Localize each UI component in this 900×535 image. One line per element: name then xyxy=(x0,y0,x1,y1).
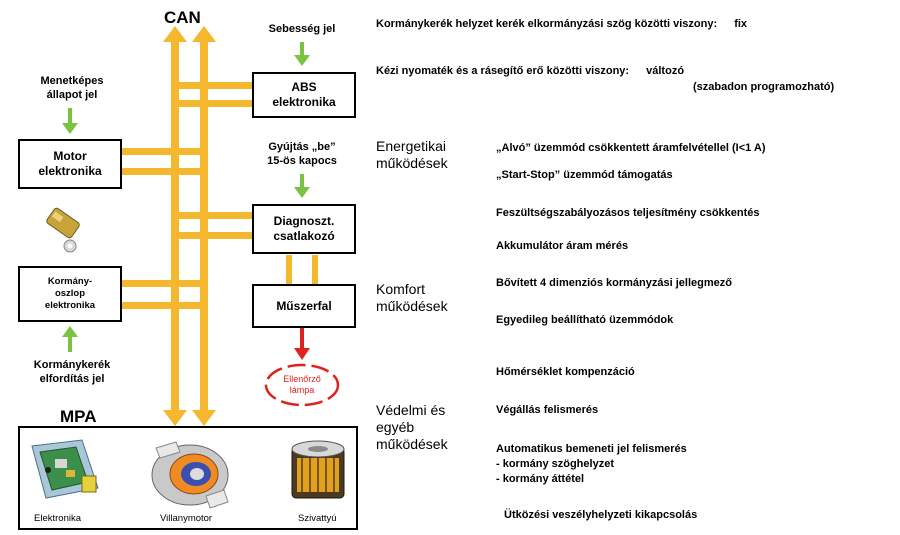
section-protective-title: Védelmi és egyéb működések xyxy=(376,402,448,452)
can-bus-right xyxy=(200,40,208,412)
relation-line-2: Kézi nyomaték és a rásegítő erő közötti … xyxy=(376,64,684,78)
relation-line-2-value: változó xyxy=(646,65,685,77)
steering-angle-arrow-stem xyxy=(68,336,72,352)
section-energetic-item-3: Feszültségszabályozásos teljesítmény csö… xyxy=(496,207,760,219)
bus-to-column xyxy=(122,280,208,287)
section-comfort-item-2: Egyedileg beállítható üzemmódok xyxy=(496,314,674,326)
bus-to-diag xyxy=(171,212,254,219)
mpa-component-electronics: Elektronika xyxy=(34,513,81,524)
ignition-signal-label: Gyújtás „be” 15-ös kapocs xyxy=(267,141,337,167)
bus-to-column-2 xyxy=(122,302,208,309)
warning-lamp-ellipse xyxy=(264,363,340,407)
abs-electronics-block: ABS elektronika xyxy=(252,72,356,118)
can-label: CAN xyxy=(164,8,201,27)
section-comfort-item-3: Hőmérséklet kompenzáció xyxy=(496,366,635,378)
section-protective-item-2: Automatikus bemeneti jel felismerés xyxy=(496,443,687,455)
steering-column-electronics-block: Kormány- oszlop elektronika xyxy=(18,266,122,322)
lamp-arrow-head xyxy=(294,348,310,360)
electronics-board-icon xyxy=(31,439,99,499)
drive-state-arrow-head xyxy=(62,123,78,134)
warning-lamp-label: Ellenőrző lámpa xyxy=(283,374,321,395)
torque-sensor-icon xyxy=(46,207,80,253)
section-protective-item-4: - kormány áttétel xyxy=(496,473,585,485)
drive-state-signal-label: Menetképes állapot jel xyxy=(40,75,104,101)
mpa-component-pump: Szivattyú xyxy=(298,513,337,524)
speed-arrow-stem xyxy=(300,42,304,56)
pump-icon xyxy=(291,440,345,499)
electric-motor-icon xyxy=(151,441,229,509)
section-energetic-item-2: „Start-Stop” üzemmód támogatás xyxy=(496,169,673,181)
can-arrow-down-left xyxy=(163,410,187,426)
relation-line-1: Kormánykerék helyzet kerék elkormányzási… xyxy=(376,17,747,31)
relation-line-1-value: fix xyxy=(734,18,748,30)
speed-signal-label: Sebesség jel xyxy=(268,23,336,35)
speed-arrow-head xyxy=(294,55,310,66)
can-arrow-down-right xyxy=(192,410,216,426)
dashboard-block: Műszerfal xyxy=(252,284,356,328)
bus-to-motor xyxy=(122,148,208,155)
section-comfort-item-1: Bővített 4 dimenziós kormányzási jellegm… xyxy=(496,277,732,289)
lamp-arrow-stem xyxy=(300,326,304,350)
bus-to-abs xyxy=(171,82,254,89)
motor-electronics-block: Motor elektronika xyxy=(18,139,122,189)
steering-angle-signal-label: Kormánykerék elfordítás jel xyxy=(33,359,111,385)
steering-angle-arrow-head xyxy=(62,326,78,337)
diag-to-dashboard-left xyxy=(286,255,292,285)
section-protective-item-3: - kormány szöghelyzet xyxy=(496,458,614,470)
bus-to-abs-2 xyxy=(171,100,254,107)
section-protective-item-1: Végállás felismerés xyxy=(496,404,599,416)
section-protective-item-5: Ütközési veszélyhelyzeti kikapcsolás xyxy=(504,509,698,521)
bus-to-diag-2 xyxy=(171,232,254,239)
relation-line-1-text: Kormánykerék helyzet kerék elkormányzási… xyxy=(376,18,718,30)
section-energetic-item-1: „Alvó” üzemmód csökkentett áramfelvétell… xyxy=(496,142,766,154)
section-energetic-item-4: Akkumulátor áram mérés xyxy=(496,240,629,252)
ignition-arrow-head xyxy=(294,187,310,198)
ignition-arrow-stem xyxy=(300,174,304,188)
can-arrow-up-left xyxy=(163,26,187,42)
mpa-label: MPA xyxy=(60,407,97,426)
diag-to-dashboard-right xyxy=(312,255,318,285)
relation-line-2-note: (szabadon programozható) xyxy=(693,81,835,93)
can-bus-left xyxy=(171,40,179,412)
diagnostic-connector-block: Diagnoszt. csatlakozó xyxy=(252,204,356,254)
can-arrow-up-right xyxy=(192,26,216,42)
bus-to-motor-2 xyxy=(122,168,208,175)
relation-line-2-text: Kézi nyomaték és a rásegítő erő közötti … xyxy=(376,65,630,77)
section-comfort-title: Komfort működések xyxy=(376,281,448,314)
section-energetic-title: Energetikai működések xyxy=(376,138,448,171)
mpa-component-motor: Villanymotor xyxy=(160,513,213,524)
drive-state-arrow-stem xyxy=(68,108,72,124)
